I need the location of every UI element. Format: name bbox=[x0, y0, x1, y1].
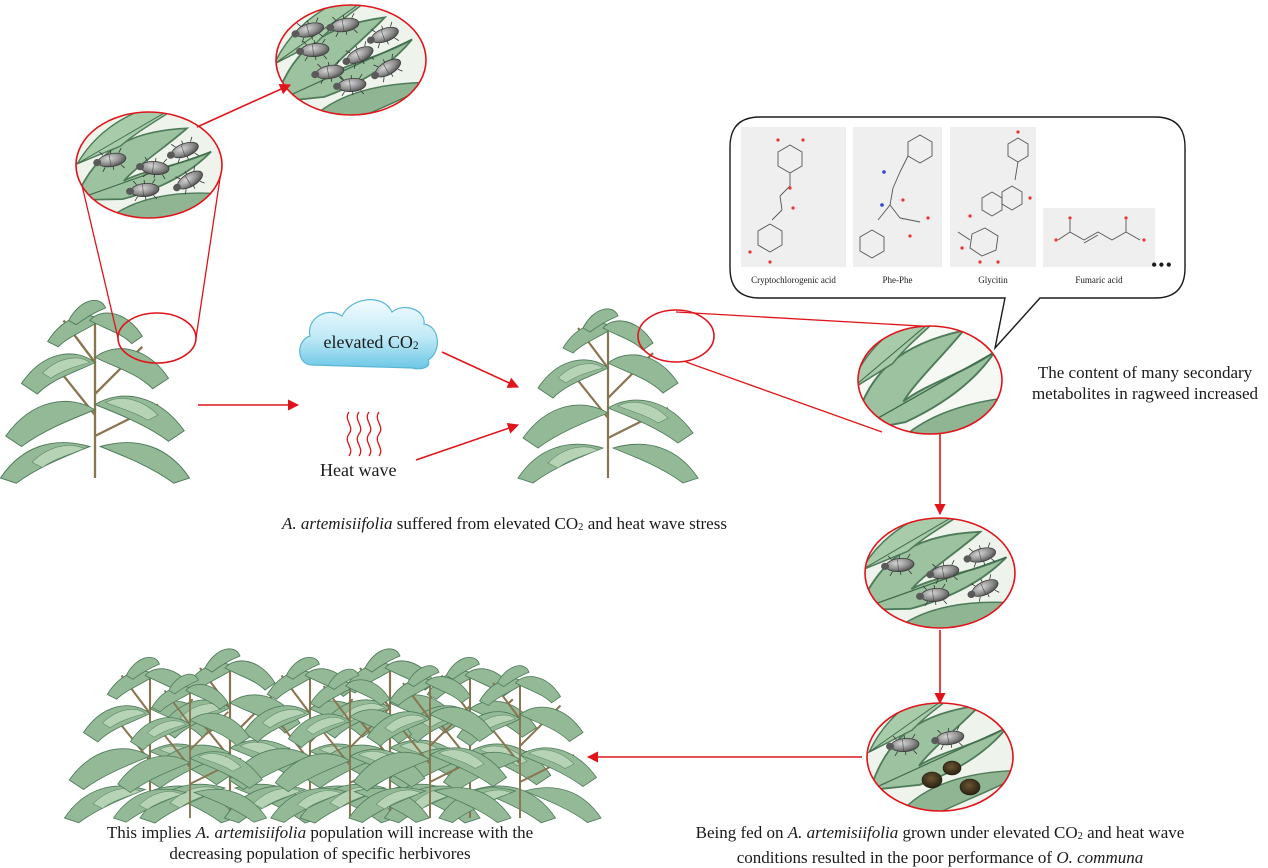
elevated-co2-cloud bbox=[299, 299, 438, 370]
metabolite-note: The content of many secondary metabolite… bbox=[1022, 362, 1268, 404]
label-cryptochlorogenic-acid: Cryptochlorogenic acid bbox=[751, 275, 836, 285]
metabolite-note-line-2: metabolites in ragweed increased bbox=[1031, 384, 1259, 403]
ragweed-plant-stressed bbox=[516, 307, 700, 485]
plant-zoom-lines bbox=[75, 159, 223, 339]
heat-wave-label: Heat wave bbox=[320, 460, 397, 480]
arrow-co2-to-plant bbox=[441, 351, 520, 388]
zoom-circle-leaf bbox=[857, 325, 1003, 435]
elevated-co2-label: elevated CO2 bbox=[323, 332, 419, 353]
label-glycitin: Glycitin bbox=[978, 275, 1008, 285]
heat-wave-icon bbox=[346, 411, 382, 457]
feeding-caption-line-1: Being fed on A. artemisiifolia grown und… bbox=[695, 823, 1185, 843]
stress-caption: A. artemisiifolia suffered from elevated… bbox=[282, 514, 727, 534]
zoom-circle-poor-performance bbox=[866, 702, 1014, 812]
more-metabolites-ellipsis: ••• bbox=[1151, 255, 1173, 275]
ragweed-plant-initial bbox=[0, 299, 191, 485]
arrow-heat-to-plant bbox=[415, 422, 520, 461]
zoom-circle-beetles-many bbox=[275, 4, 427, 116]
zoom-circle-beetles-few bbox=[75, 111, 223, 219]
feeding-caption: Being fed on A. artemisiifolia grown und… bbox=[640, 822, 1240, 868]
molecule-cryptochlorogenic-acid bbox=[741, 127, 846, 267]
arrow-to-more-beetles bbox=[196, 84, 292, 128]
label-phe-phe: Phe-Phe bbox=[882, 275, 913, 285]
implication-caption-line-2: decreasing population of specific herbiv… bbox=[169, 844, 471, 863]
label-fumaric-acid: Fumaric acid bbox=[1075, 275, 1123, 285]
stressed-plant-highlight bbox=[637, 309, 715, 363]
metabolite-note-line-1: The content of many secondary bbox=[1037, 363, 1253, 382]
zoom-circle-fed-beetles bbox=[864, 517, 1016, 629]
ragweed-population bbox=[63, 647, 602, 825]
zoom-line-upper bbox=[675, 311, 939, 328]
feeding-caption-line-2: conditions resulted in the poor performa… bbox=[736, 848, 1144, 868]
molecule-fumaric-acid bbox=[1043, 208, 1155, 267]
plant-top-highlight bbox=[117, 312, 197, 364]
molecule-phe-phe bbox=[853, 127, 942, 267]
molecule-glycitin bbox=[950, 127, 1036, 267]
implication-caption-line-1: This implies A. artemisiifolia populatio… bbox=[106, 823, 534, 842]
implication-caption: This implies A. artemisiifolia populatio… bbox=[60, 822, 580, 864]
zoom-line-lower bbox=[685, 361, 883, 433]
